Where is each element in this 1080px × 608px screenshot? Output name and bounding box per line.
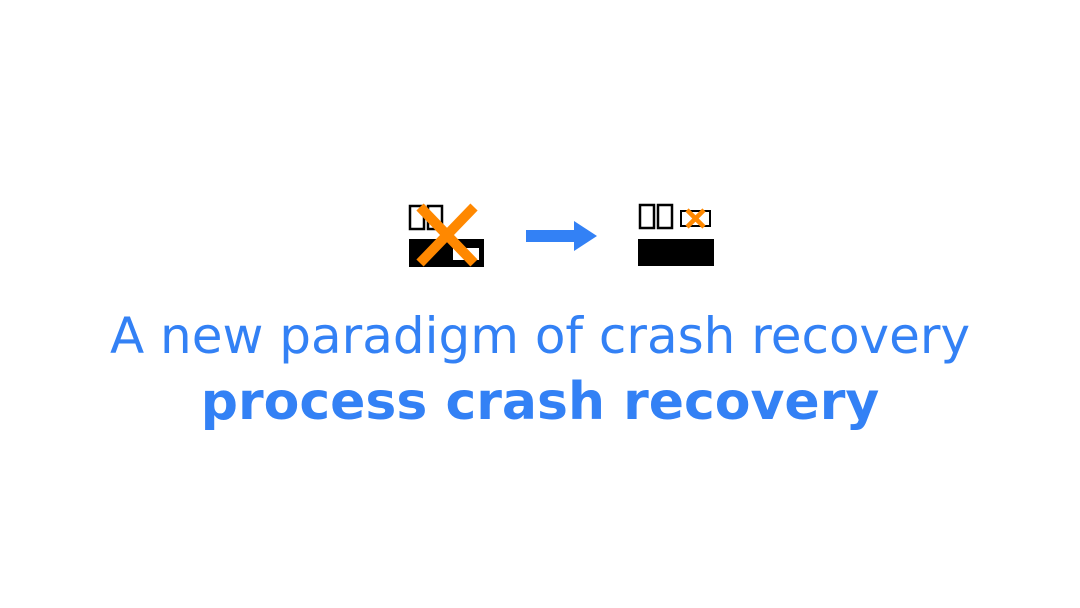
slide-subtitle: process crash recovery bbox=[200, 372, 880, 432]
crash-recovery-diagram bbox=[400, 195, 730, 275]
slide-title: A new paradigm of crash recovery bbox=[109, 307, 971, 365]
cross-icon bbox=[416, 203, 478, 267]
diagram-svg bbox=[408, 203, 714, 267]
right-arrow-icon bbox=[526, 221, 597, 251]
process-box-2 bbox=[656, 203, 674, 230]
process-box-1 bbox=[638, 203, 656, 230]
small-cross-icon bbox=[685, 208, 706, 229]
system-block bbox=[638, 239, 714, 266]
recovered-system-with-crashed-process-icon bbox=[638, 203, 714, 266]
crashed-system-icon bbox=[408, 203, 484, 267]
